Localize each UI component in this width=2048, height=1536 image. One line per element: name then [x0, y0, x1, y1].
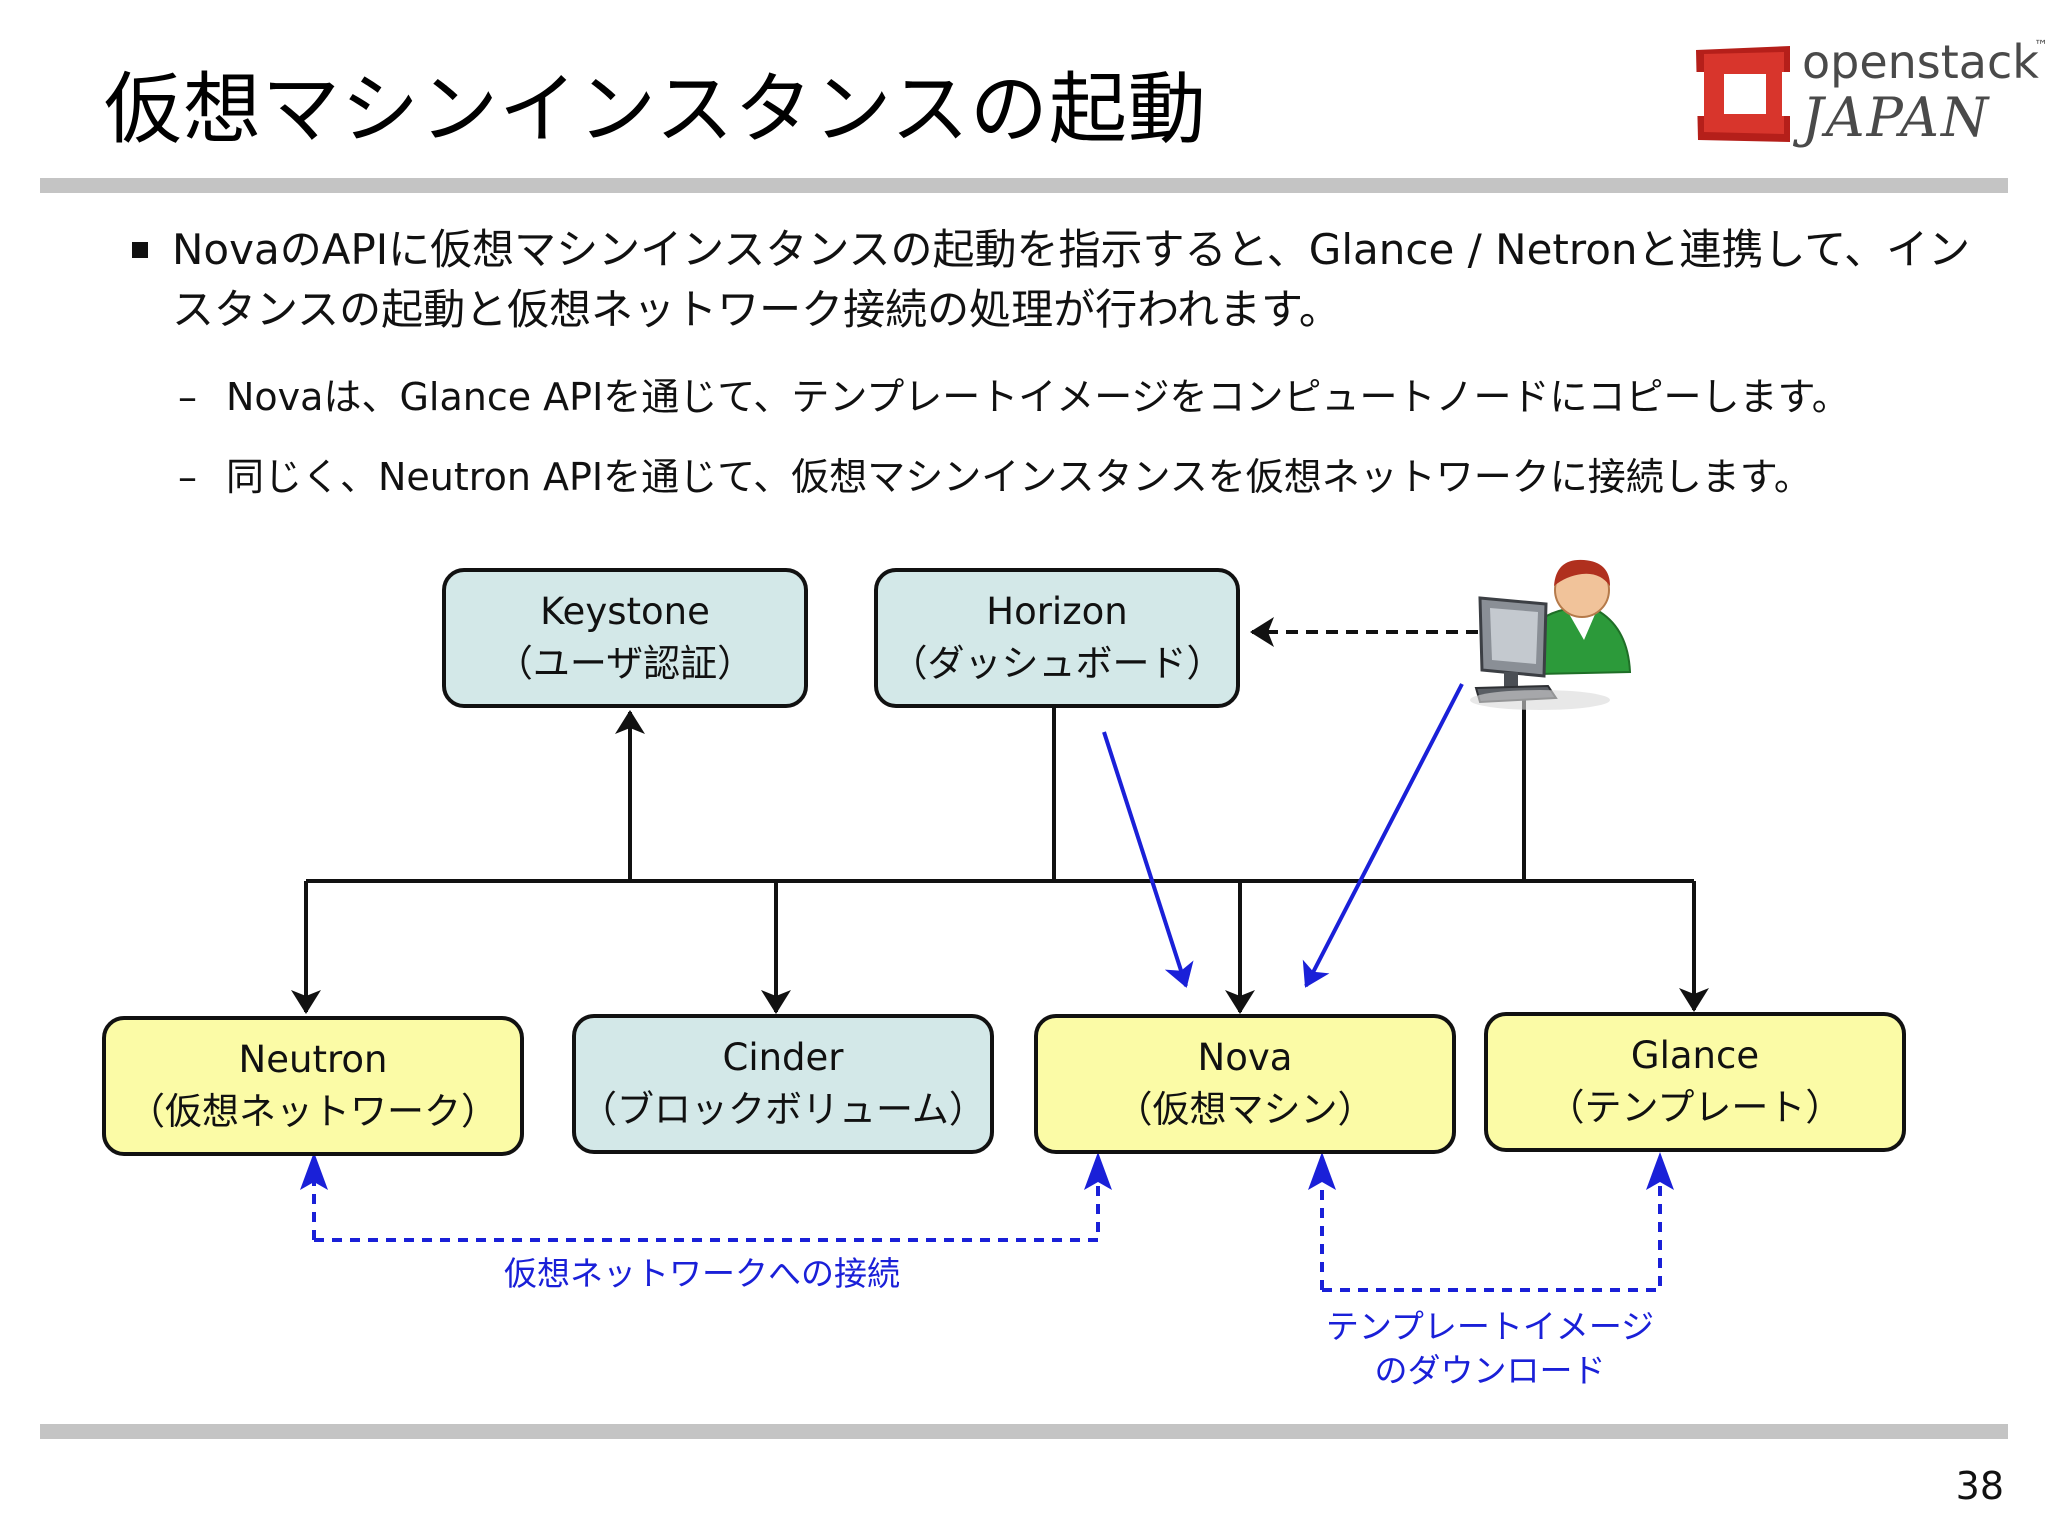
node-glance: Glance （テンプレート） — [1484, 1012, 1906, 1152]
arrowhead-nova-left — [1084, 1152, 1112, 1190]
logo-word: openstack — [1802, 35, 2039, 89]
sub-bullet-2: –同じく、Neutron APIを通じて、仮想マシンインスタンスを仮想ネットワー… — [178, 452, 1812, 502]
node-keystone: Keystone （ユーザ認証） — [442, 568, 808, 708]
sub-bullet-text: Novaは、Glance APIを通じて、テンプレートイメージをコンピュートノー… — [226, 375, 1850, 419]
blue-arrowheads — [300, 1152, 1674, 1190]
sub-bullet-1: –Novaは、Glance APIを通じて、テンプレートイメージをコンピュートノ… — [178, 372, 1850, 422]
horizon-name: Horizon — [986, 590, 1127, 633]
horizon-desc: （ダッシュボード） — [891, 642, 1224, 685]
image-link-label-1: テンプレートイメージ — [1326, 1307, 1654, 1346]
slide-title: 仮想マシンインスタンスの起動 — [104, 65, 1207, 155]
glance-name: Glance — [1631, 1034, 1759, 1077]
node-cinder: Cinder （ブロックボリューム） — [572, 1014, 994, 1154]
neutron-desc: （仮想ネットワーク） — [128, 1090, 498, 1133]
main-bullet-text: NovaのAPIに仮想マシンインスタンスの起動を指示すると、Glance / N… — [172, 225, 1971, 334]
sub-bullet-text: 同じく、Neutron APIを通じて、仮想マシンインスタンスを仮想ネットワーク… — [226, 455, 1812, 499]
user-at-computer-icon — [1470, 559, 1632, 710]
arrowhead-neutron — [300, 1152, 328, 1190]
arrowhead-glance — [1646, 1152, 1674, 1190]
nova-desc: （仮想マシン） — [1116, 1088, 1375, 1131]
openstack-japan-logo: openstack ™ JAPAN — [1690, 35, 2048, 149]
node-nova: Nova （仮想マシン） — [1034, 1014, 1456, 1154]
bus-lines — [291, 700, 1709, 1014]
user-to-nova-arrow — [1302, 683, 1464, 988]
openstack-logo-mark — [1690, 46, 1796, 142]
arrowhead-nova-right — [1308, 1152, 1336, 1190]
node-horizon: Horizon （ダッシュボード） — [874, 568, 1240, 708]
neutron-name: Neutron — [239, 1038, 388, 1081]
dash-bullet: – — [178, 375, 197, 419]
network-link-label: 仮想ネットワークへの接続 — [504, 1254, 900, 1293]
bottom-divider — [40, 1424, 2008, 1439]
glance-desc: （テンプレート） — [1548, 1086, 1843, 1129]
horizon-to-nova-arrow — [1102, 731, 1194, 988]
top-divider — [40, 178, 2008, 193]
square-bullet-icon — [132, 242, 148, 258]
page-number: 38 — [1955, 1464, 2004, 1508]
network-link-right — [314, 1158, 1100, 1242]
image-link-right — [1322, 1158, 1662, 1292]
node-neutron: Neutron （仮想ネットワーク） — [102, 1016, 524, 1156]
keystone-name: Keystone — [540, 590, 710, 633]
cinder-desc: （ブロックボリューム） — [580, 1088, 986, 1131]
keystone-desc: （ユーザ認証） — [496, 642, 754, 685]
nova-name: Nova — [1198, 1036, 1293, 1079]
logo-country: JAPAN — [1792, 86, 1990, 149]
main-bullet: NovaのAPIに仮想マシンインスタンスの起動を指示すると、Glance / N… — [130, 220, 1990, 340]
dash-bullet: – — [178, 455, 197, 499]
image-link-label-2: のダウンロード — [1375, 1351, 1606, 1390]
cinder-name: Cinder — [722, 1036, 844, 1079]
logo-tm: ™ — [2034, 38, 2048, 54]
